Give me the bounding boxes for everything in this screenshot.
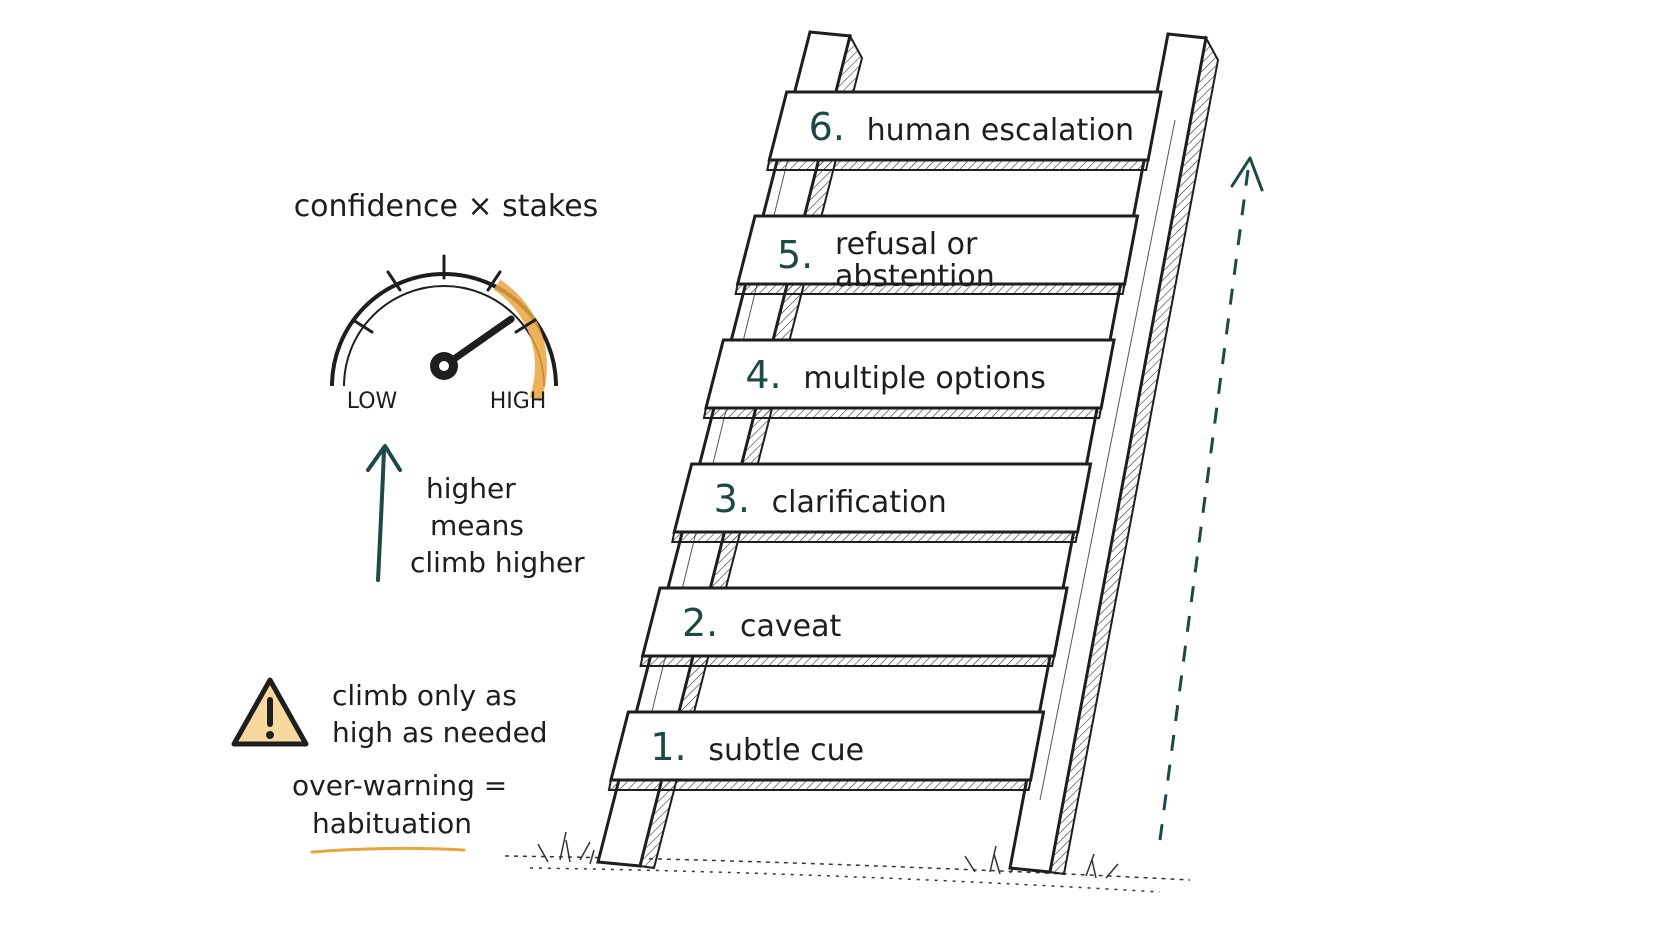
warning-note: climb only as high as needed over-warnin…	[231, 677, 548, 854]
gauge-ticks	[351, 254, 537, 334]
rung-edge	[766, 159, 1150, 171]
rung-label: caveat	[740, 609, 841, 644]
rung-label: human escalation	[867, 113, 1134, 148]
warning-line-1: climb only as	[332, 679, 517, 712]
rung-4: 4. multiple options	[702, 338, 1116, 419]
warning-icon	[231, 677, 309, 747]
higher-note: higher means climb higher	[366, 444, 585, 582]
gauge-level-fill	[493, 279, 547, 402]
rung-label-line-2: abstention	[835, 259, 995, 294]
rung-number: 6.	[809, 105, 845, 149]
rung-edge	[639, 655, 1056, 667]
climb-arrow	[1158, 156, 1264, 841]
rung-number: 2.	[682, 601, 718, 645]
rung-2: 2. caveat	[639, 586, 1069, 667]
note-line-2: means	[430, 509, 524, 542]
rung-6: 6. human escalation	[766, 90, 1163, 171]
rung-label: refusal or	[835, 227, 978, 262]
rung-edge	[671, 531, 1079, 543]
rung-label: clarification	[772, 485, 947, 520]
rung-number: 3.	[714, 477, 750, 521]
rung-edge	[607, 779, 1032, 791]
gauge: confidence × stakes LOW HIGH	[294, 189, 599, 414]
rung-number: 1.	[650, 725, 686, 769]
rung-edge	[702, 407, 1103, 419]
gauge-high-label: HIGH	[490, 389, 547, 414]
gauge-title: confidence × stakes	[294, 189, 599, 224]
rung-number: 5.	[777, 233, 813, 277]
rung-label: subtle cue	[708, 733, 864, 768]
rung-number: 4.	[745, 353, 781, 397]
note-line-1: higher	[426, 472, 516, 505]
up-arrow	[376, 448, 386, 582]
equation-line-1: over-warning =	[292, 769, 507, 802]
habituation-underline	[310, 846, 466, 854]
rung-3: 3. clarification	[671, 462, 1093, 543]
rung-edge	[734, 283, 1126, 295]
equation-line-2: habituation	[312, 807, 472, 840]
warning-line-2: high as needed	[332, 716, 548, 749]
ladder-right-rail	[1008, 32, 1220, 876]
rung-1: 1. subtle cue	[607, 710, 1046, 791]
rung-label: multiple options	[803, 361, 1046, 396]
gauge-low-label: LOW	[347, 389, 398, 414]
note-line-3: climb higher	[410, 546, 585, 579]
ladder-rungs: 1. subtle cue 2. caveat 3. clarification 4. mul…	[607, 90, 1163, 791]
